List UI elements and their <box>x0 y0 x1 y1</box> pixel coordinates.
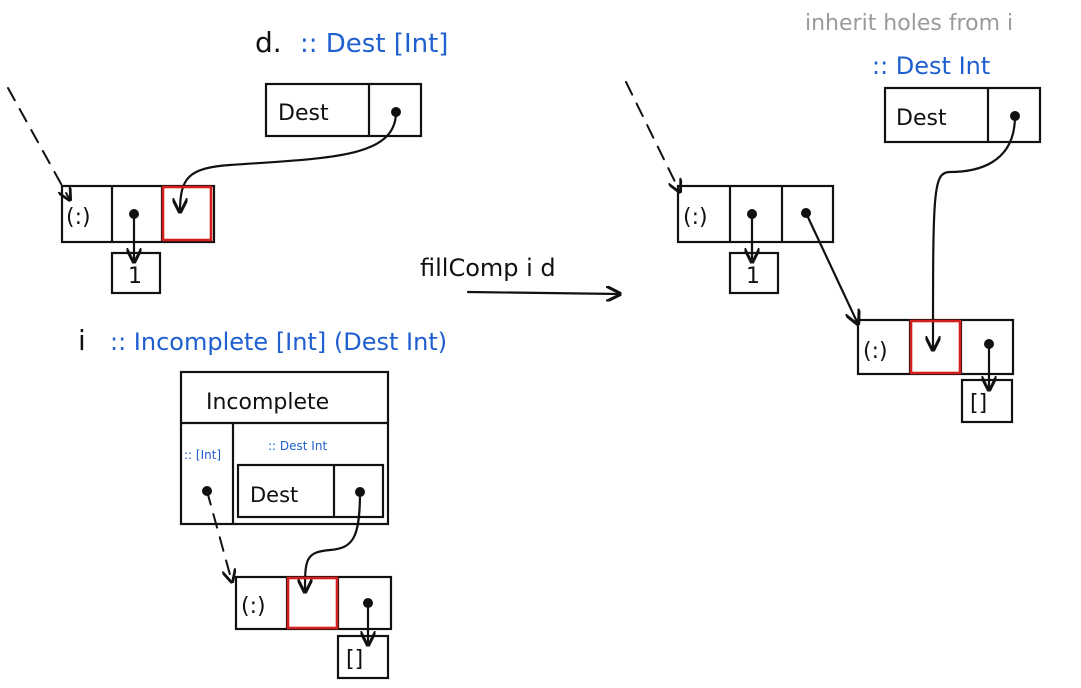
left-cons-cell: (:) <box>60 184 216 244</box>
bottom-hole-slot <box>286 576 339 630</box>
d-type-annotation: :: Dest [Int] <box>300 29 448 59</box>
incomplete-dest-box <box>236 463 385 519</box>
bottom-cons-cell: (:) <box>234 575 393 631</box>
operation-label: fillComp i d <box>420 254 556 282</box>
result-dest-box: Dest <box>883 86 1042 144</box>
d-variable-label: d. <box>255 26 282 59</box>
bottom-nil-box: [] <box>336 634 390 680</box>
right-tail-arrow <box>804 211 858 324</box>
d-pointer-arrow <box>180 110 398 212</box>
right-one-box: 1 <box>728 251 780 295</box>
left-one-box: 1 <box>110 251 162 295</box>
right-cons-cell: (:) <box>676 184 835 244</box>
result-hole-slot <box>909 319 962 375</box>
result-d-type: :: Dest Int <box>872 52 990 80</box>
i-type-annotation: :: Incomplete [Int] (Dest Int) <box>110 328 447 356</box>
result-nil-label: [] <box>970 391 987 416</box>
right-cons-label: (:) <box>683 205 708 230</box>
incoming-dashed-arrow-right <box>625 81 680 192</box>
incomplete-dest-label: Dest <box>250 483 298 507</box>
result-cons-cell: (:) <box>856 318 1015 376</box>
result-dest-arrow <box>933 114 1017 350</box>
left-one-label: 1 <box>128 264 142 289</box>
incomplete-dest-arrow <box>305 490 362 592</box>
d-dest-label: Dest <box>278 101 329 126</box>
bottom-nil-label: [] <box>346 647 363 672</box>
right-one-label: 1 <box>746 264 760 289</box>
d-dest-box: Dest <box>264 82 423 138</box>
incomplete-box: Incomplete :: [Int] :: Dest Int Dest <box>179 370 390 526</box>
field-list-type: :: [Int] <box>184 448 221 462</box>
bottom-cons-label: (:) <box>241 594 266 619</box>
field-dest-type: :: Dest Int <box>268 439 327 453</box>
result-dest-label: Dest <box>896 106 947 131</box>
left-hole-slot <box>161 185 213 242</box>
transform-arrow <box>466 292 620 294</box>
inherit-note: inherit holes from i <box>805 11 1013 36</box>
incomplete-label: Incomplete <box>206 390 329 415</box>
incoming-dashed-arrow-left <box>7 87 70 200</box>
incomplete-dashed-arrow <box>206 490 232 582</box>
result-cons-label: (:) <box>863 339 888 364</box>
i-variable-label: i <box>78 324 86 357</box>
left-cons-label: (:) <box>66 205 91 230</box>
result-nil-box: [] <box>960 378 1014 424</box>
